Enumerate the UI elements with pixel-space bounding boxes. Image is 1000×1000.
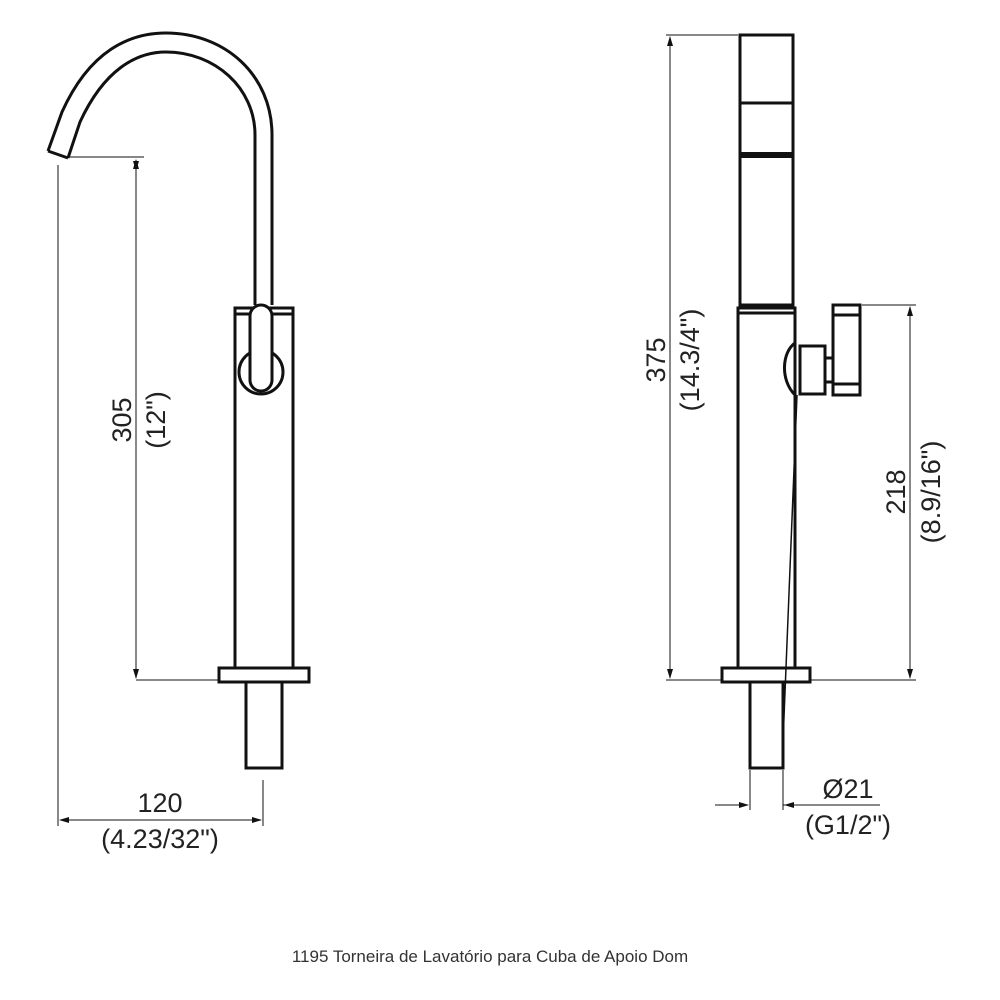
valve-housing	[783, 341, 797, 397]
side-view-faucet	[720, 33, 862, 770]
supply-hose	[782, 394, 798, 743]
side-stem	[748, 680, 785, 770]
spout-inner	[66, 50, 257, 305]
thread-diameter: Ø21	[822, 774, 873, 804]
front-height-in: (12")	[141, 391, 171, 449]
spout-tip	[47, 149, 69, 160]
reach-in: (4.23/32")	[101, 824, 219, 854]
spout-column	[738, 33, 795, 307]
side-body	[736, 306, 797, 670]
front-height-mm: 305	[107, 397, 137, 442]
reach-mm: 120	[137, 788, 182, 818]
thread-size: (G1/2")	[805, 810, 891, 840]
front-view-faucet	[46, 31, 311, 770]
handle-lever	[248, 303, 274, 393]
spout-outer	[46, 31, 274, 305]
total-height-mm: 375	[641, 337, 671, 382]
side-dimensions: 375 (14.3/4") 218 (8.9/16") Ø21 (G1/2")	[641, 34, 946, 840]
total-height-in: (14.3/4")	[675, 309, 705, 412]
drawing-caption: 1195 Torneira de Lavatório para Cuba de …	[292, 947, 688, 966]
handle-height-in: (8.9/16")	[916, 441, 946, 544]
handle-height-mm: 218	[881, 469, 911, 514]
front-dimensions: 305 (12") 120 (4.23/32")	[57, 156, 264, 854]
side-handle	[831, 303, 862, 397]
side-base-plate	[720, 666, 812, 684]
threaded-stem	[244, 680, 284, 770]
base-plate	[217, 666, 311, 684]
